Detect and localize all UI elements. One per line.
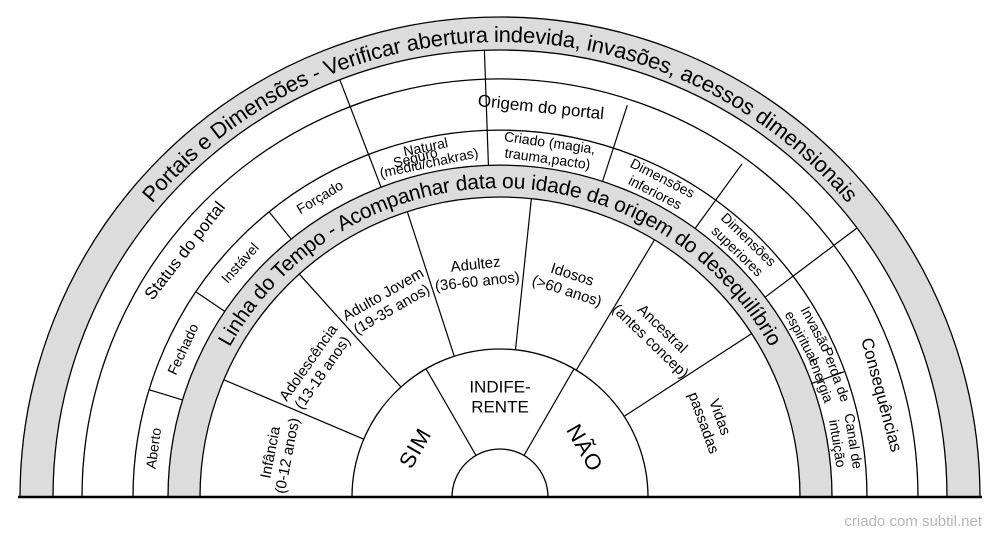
timeline-item-6: Ancestral(antes concep) xyxy=(609,301,692,382)
timeline-item-2: Adolescência(13-18 anos) xyxy=(276,321,354,413)
answer-yes: SIM xyxy=(394,424,437,473)
sector-outer-arc xyxy=(81,78,919,497)
answer-no: NÃO xyxy=(561,420,608,476)
origin-divider xyxy=(483,50,488,131)
status-item-divider xyxy=(195,291,226,312)
origin-item-divider xyxy=(602,104,628,182)
status-item-1: Aberto xyxy=(143,427,165,470)
answer-neutral-line: INDIFE- xyxy=(469,378,530,397)
origin-sector-label-line: Origem do portal xyxy=(477,91,605,123)
timeline-item-3: Adulto Jovem(19-35 anos) xyxy=(340,265,433,339)
timeline-divider xyxy=(406,211,455,357)
credit-text: criado com subtil.net xyxy=(844,513,982,530)
status-item-divider xyxy=(268,211,292,240)
origin-sector-label: Origem do portal xyxy=(477,91,605,123)
answer-divider xyxy=(523,368,575,456)
timeline-divider xyxy=(623,333,752,417)
consequences-sector-label: Consequências xyxy=(857,336,906,454)
status-item-divider xyxy=(148,389,183,401)
timeline-item-4: Adultez(36-60 anos) xyxy=(434,254,520,295)
ring-arc xyxy=(351,348,649,498)
answer-no-line: NÃO xyxy=(561,420,608,476)
ring-arc xyxy=(167,164,833,498)
timeline-item-4-line: Adultez xyxy=(450,254,502,276)
sector-divider-status-origin xyxy=(339,79,370,155)
consequence-item-divider xyxy=(811,370,846,385)
timeline-item-1: Infância(0-12 anos) xyxy=(257,416,303,495)
origin-item-divider xyxy=(694,163,743,229)
timeline-divider xyxy=(514,198,532,350)
answer-neutral: INDIFE-RENTE xyxy=(469,378,530,417)
ring-arc xyxy=(132,129,868,498)
timeline-item-4-line: (36-60 anos) xyxy=(434,269,520,295)
answer-neutral-line: RENTE xyxy=(471,397,529,416)
timeline-divider xyxy=(223,379,364,440)
answer-yes-line: SIM xyxy=(394,424,437,473)
consequence-item-divider xyxy=(764,275,794,298)
ring-arc xyxy=(451,448,549,498)
ring-arc xyxy=(199,196,801,498)
ring-arc xyxy=(19,16,981,498)
answer-divider xyxy=(425,368,477,456)
status-item-1-line: Aberto xyxy=(143,427,165,470)
sector-divider-origin-consequences xyxy=(792,227,858,277)
timeline-item-5: Idosos(>60 anos) xyxy=(530,260,604,311)
ring-arc xyxy=(52,49,948,498)
consequences-sector-label-line: Consequências xyxy=(857,336,906,454)
origin-item-divider xyxy=(486,130,490,166)
timeline-divider xyxy=(298,273,402,388)
consequence-item-2-line: intuição xyxy=(826,418,849,468)
status-item-divider xyxy=(367,154,382,188)
timeline-divider xyxy=(575,239,656,371)
